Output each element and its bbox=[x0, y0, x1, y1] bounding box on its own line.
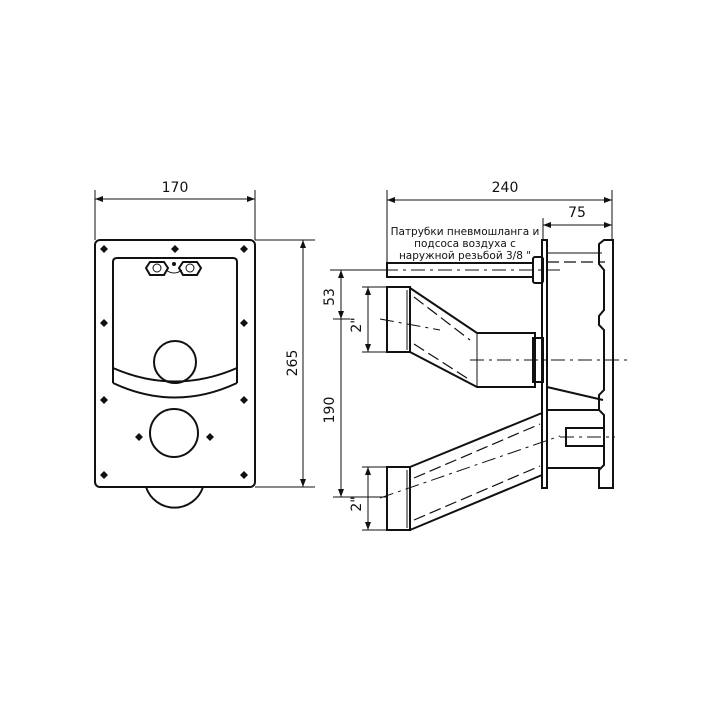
housing-edge bbox=[546, 386, 604, 401]
centerline bbox=[379, 435, 561, 499]
hidden-line bbox=[413, 343, 471, 381]
dimension-depth: 240 bbox=[386, 180, 613, 263]
upper-offset-dim-label: 53 bbox=[322, 288, 338, 306]
depth-dim-label: 240 bbox=[492, 180, 519, 196]
lower-port-circle bbox=[149, 408, 199, 458]
lower-pipe bbox=[379, 409, 615, 531]
housing-outline bbox=[94, 239, 256, 488]
inner-panel bbox=[112, 257, 238, 375]
height-dim-label: 265 bbox=[285, 350, 301, 377]
dimension-vertical-offsets: 53 190 bbox=[322, 269, 387, 498]
bolt-icon bbox=[135, 433, 143, 441]
fitting-bridge bbox=[165, 269, 183, 274]
panel-arc-lower bbox=[112, 382, 238, 399]
housing-edge bbox=[547, 409, 600, 469]
bolt-icon bbox=[171, 245, 179, 253]
hidden-line bbox=[413, 423, 541, 479]
hex-nut-icon bbox=[144, 261, 170, 276]
dimension-pipe-sizes: 2" 2" bbox=[349, 286, 387, 531]
pipe-body bbox=[409, 287, 536, 388]
lower-pipe-size-label: 2" bbox=[349, 496, 365, 511]
fitting-bore bbox=[152, 263, 162, 273]
bolt-icon bbox=[100, 245, 108, 253]
bolt-icon bbox=[206, 433, 214, 441]
hidden-line bbox=[413, 296, 471, 341]
dimension-flange: 75 bbox=[542, 205, 612, 240]
centerline bbox=[379, 318, 441, 331]
upper-pipe-size-label: 2" bbox=[349, 317, 365, 332]
side-view bbox=[330, 239, 630, 531]
pipe-inlet bbox=[386, 466, 411, 531]
bolt-icon bbox=[100, 319, 108, 327]
back-plate bbox=[598, 239, 614, 489]
dimension-width: 170 bbox=[94, 180, 256, 240]
dimension-height: 265 bbox=[255, 239, 315, 488]
width-dim-label: 170 bbox=[162, 180, 189, 196]
nipple-fittings bbox=[144, 261, 203, 276]
bolt-icon bbox=[240, 245, 248, 253]
bottom-wheel bbox=[145, 486, 204, 509]
center-screw-icon bbox=[172, 262, 176, 266]
upper-port-circle bbox=[153, 340, 197, 384]
bolt-icon bbox=[240, 396, 248, 404]
pipe-spacing-dim-label: 190 bbox=[322, 397, 338, 424]
mounting-bolts bbox=[100, 245, 248, 479]
bolt-icon bbox=[100, 471, 108, 479]
flange-dim-label: 75 bbox=[568, 205, 586, 221]
hex-nut-icon bbox=[177, 261, 203, 276]
note-line-3: наружной резьбой 3/8 " bbox=[399, 250, 531, 262]
bolt-icon bbox=[240, 471, 248, 479]
bolt-icon bbox=[240, 319, 248, 327]
bolt-icon bbox=[100, 396, 108, 404]
nipple-note: Патрубки пневмошланга и подсоса воздуха … bbox=[391, 226, 540, 262]
front-view bbox=[94, 239, 256, 509]
pipe-body bbox=[409, 412, 543, 531]
hidden-line bbox=[413, 465, 541, 521]
panel-arc-upper bbox=[112, 367, 238, 383]
pipe-inlet bbox=[386, 286, 411, 353]
note-line-1: Патрубки пневмошланга и bbox=[391, 226, 540, 238]
upper-pipe bbox=[379, 286, 630, 401]
fitting-bore bbox=[185, 263, 195, 273]
note-line-2: подсоса воздуха с bbox=[414, 238, 516, 250]
